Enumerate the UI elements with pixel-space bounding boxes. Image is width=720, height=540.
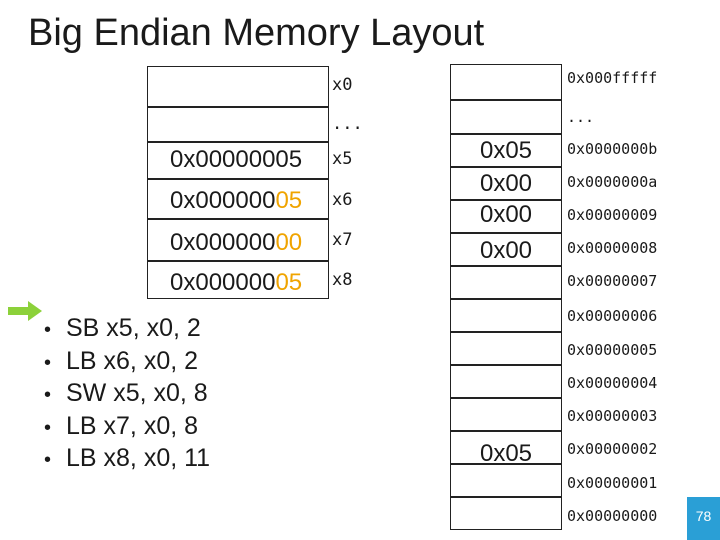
instruction-text: SW x5, x0, 8	[66, 379, 208, 407]
register-value-x8-highlight: 05	[275, 269, 303, 296]
instruction-item: • LB x7, x0, 8	[44, 410, 210, 443]
memory-cell-0a	[450, 167, 562, 200]
instruction-text: SB x5, x0, 2	[66, 314, 201, 342]
slide-title: Big Endian Memory Layout	[28, 12, 485, 54]
register-name-x5: x5	[332, 149, 353, 169]
instruction-item: • LB x8, x0, 11	[44, 442, 210, 475]
instruction-text: LB x8, x0, 11	[66, 444, 211, 472]
memory-address: 0x0000000b	[567, 140, 658, 158]
instruction-item: • SW x5, x0, 8	[44, 377, 210, 410]
register-value-x6-highlight: 05	[275, 187, 303, 214]
register-box-x0	[147, 66, 329, 107]
memory-cell-09	[450, 200, 562, 233]
memory-value-0a: 0x00	[479, 170, 533, 197]
register-name-x7: x7	[332, 230, 353, 250]
memory-cell-03	[450, 398, 562, 431]
memory-cell-02	[450, 431, 562, 464]
register-value-x8-plain: 0x000000	[170, 269, 276, 296]
memory-cell-top	[450, 64, 562, 100]
memory-cell-05	[450, 332, 562, 365]
memory-cell-07	[450, 266, 562, 299]
memory-cell-01	[450, 464, 562, 497]
register-box-x8	[147, 261, 329, 299]
current-instruction-arrow-icon	[8, 301, 42, 321]
memory-address: 0x00000004	[567, 374, 658, 392]
register-box-x5	[147, 142, 329, 179]
memory-address: 0x00000005	[567, 341, 658, 359]
register-value-x7: 0x00000000	[170, 229, 302, 257]
register-value-x6: 0x00000005	[170, 187, 302, 215]
memory-address-top: 0x000fffff	[567, 69, 658, 87]
memory-address: 0x0000000a	[567, 173, 658, 191]
bullet-icon: •	[44, 319, 52, 341]
memory-cell-04	[450, 365, 562, 398]
register-box-x7	[147, 219, 329, 261]
page-number-badge: 78	[687, 497, 720, 540]
bullet-icon: •	[44, 416, 52, 439]
memory-cell-00	[450, 497, 562, 530]
memory-value-09: 0x00	[479, 201, 533, 228]
memory-address: 0x00000001	[567, 474, 658, 492]
memory-address: 0x00000009	[567, 206, 658, 224]
register-name-x0: x0	[332, 75, 353, 95]
register-box-ellipsis	[147, 107, 329, 142]
register-value-x5-plain: 0x00000005	[170, 146, 303, 173]
memory-cell-06	[450, 299, 562, 332]
register-name-x8: x8	[332, 270, 353, 290]
instruction-text: LB x6, x0, 2	[66, 346, 199, 375]
instruction-item: • LB x6, x0, 2	[44, 345, 210, 378]
memory-address: 0x00000006	[567, 307, 658, 325]
memory-address: 0x00000003	[567, 407, 658, 425]
memory-value-08: 0x00	[479, 237, 533, 264]
bullet-icon: •	[44, 351, 52, 374]
register-value-x7-highlight: 00	[275, 229, 303, 256]
register-value-x5: 0x00000005	[170, 146, 302, 174]
memory-address: 0x00000000	[567, 507, 658, 525]
memory-value-0b: 0x05	[479, 137, 533, 164]
memory-value-02: 0x05	[479, 440, 533, 467]
bullet-icon: •	[44, 449, 52, 471]
instruction-item: • SB x5, x0, 2	[44, 312, 210, 345]
register-value-x6-plain: 0x000000	[170, 187, 276, 214]
memory-address: 0x00000007	[567, 272, 658, 290]
instruction-text: LB x7, x0, 8	[66, 411, 199, 440]
bullet-icon: •	[44, 384, 52, 406]
register-value-x7-plain: 0x000000	[170, 229, 276, 256]
register-name-x6: x6	[332, 190, 353, 210]
memory-cell-ellipsis	[450, 100, 562, 134]
memory-address: 0x00000008	[567, 239, 658, 257]
register-name-ellipsis: ...	[332, 114, 363, 134]
register-box-x6	[147, 179, 329, 219]
instruction-list: • SB x5, x0, 2 • LB x6, x0, 2 • SW x5, x0, …	[44, 312, 210, 475]
memory-cell-0b	[450, 134, 562, 167]
memory-address: 0x00000002	[567, 440, 658, 458]
memory-address-ellipsis: ...	[567, 108, 595, 126]
memory-cell-08	[450, 233, 562, 266]
register-value-x8: 0x00000005	[170, 269, 302, 297]
